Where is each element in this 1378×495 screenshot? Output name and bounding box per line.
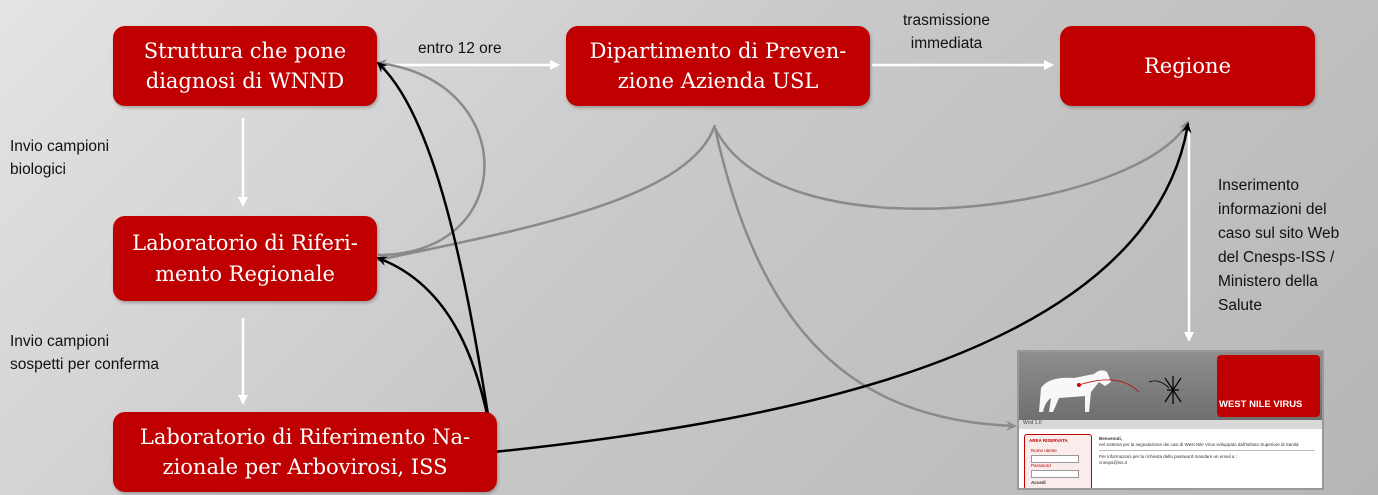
label-invio-sospetti: Invio campioni sospetti per conferma [10, 333, 160, 374]
label-invio-biologici: Invio campioni biologici [10, 138, 110, 179]
node-lab-nazionale: Laboratorio di Riferimento Na- zionale p… [113, 412, 497, 492]
website-password-field[interactable] [1031, 470, 1079, 478]
node-struttura-label: Struttura che pone diagnosi di WNND [143, 38, 347, 93]
website-nav-text: Wnd 1.0 [1023, 420, 1042, 426]
label-entro: entro 12 ore [418, 40, 502, 57]
horse-mosquito-illustration [1039, 370, 1182, 412]
black-arrow-lab-nazionale-to-struttura [376, 61, 496, 453]
website-divider [1099, 450, 1315, 451]
website-login-box: AREA RISERVATA Nome utente Password Acce… [1024, 434, 1092, 488]
website-navbar [1019, 420, 1322, 429]
node-lab-regionale: Laboratorio di Riferi- mento Regionale [113, 216, 377, 301]
website-banner-title: WEST NILE VIRUS [1219, 399, 1303, 410]
website-password-label: Password [1031, 463, 1051, 468]
node-dipartimento: Dipartimento di Preven- zione Azienda US… [566, 26, 870, 106]
node-regione-label: Regione [1144, 53, 1231, 78]
label-inserimento: Inserimento informazioni del caso sul si… [1218, 177, 1340, 315]
label-trasmissione: trasmissione immediata [903, 12, 990, 53]
node-lab-regionale-label: Laboratorio di Riferi- mento Regionale [132, 231, 358, 286]
website-screenshot: WEST NILE VIRUS Wnd 1.0 AREA RISERVATA N… [1017, 350, 1324, 490]
website-login-button[interactable]: Accedi [1031, 480, 1046, 485]
website-login-title: AREA RISERVATA [1029, 438, 1068, 443]
node-dipartimento-label: Dipartimento di Preven- zione Azienda US… [589, 38, 847, 93]
website-info: Per informazioni per la richiesta della … [1099, 454, 1237, 459]
node-struttura: Struttura che pone diagnosi di WNND [113, 26, 377, 106]
website-red-panel [1217, 355, 1320, 417]
website-user-label: Nome utente [1031, 448, 1057, 453]
gray-arrow-dipartimento-to-lab-regionale [376, 124, 717, 264]
node-lab-nazionale-label: Laboratorio di Riferimento Na- zionale p… [139, 424, 471, 479]
node-regione: Regione [1060, 26, 1315, 106]
black-arrow-lab-nazionale-to-regione [493, 122, 1192, 454]
gray-arrow-dipartimento-to-website [713, 127, 1017, 431]
website-user-field[interactable] [1031, 455, 1079, 463]
website-intro: nel sistema per la segnalazione dei casi… [1099, 442, 1299, 447]
website-welcome: Benvenuti, [1099, 436, 1123, 441]
gray-arrow-lab-regionale-to-struttura [376, 59, 486, 257]
website-email[interactable]: cnesps@iss.it [1099, 460, 1127, 465]
gray-arrow-dipartimento-to-regione [713, 120, 1190, 211]
